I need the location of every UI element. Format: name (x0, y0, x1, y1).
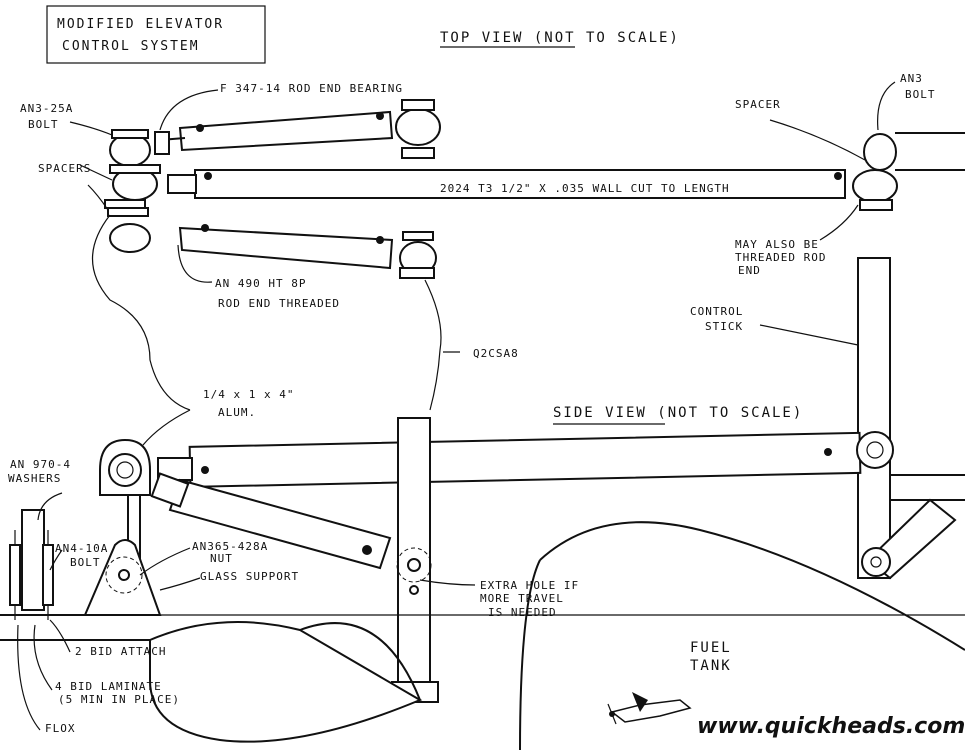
label-an4: AN4-10A (55, 542, 108, 555)
label-an490: AN 490 HT 8P (215, 277, 306, 290)
label-an3: AN3 (900, 72, 923, 85)
label-tube: 2024 T3 1/2" X .035 WALL CUT TO LENGTH (440, 182, 730, 195)
side-view-assembly (0, 257, 965, 750)
label-is-needed: IS NEEDED (488, 606, 557, 619)
label-flox: FLOX (45, 722, 76, 735)
side-view-heading: SIDE VIEW (NOT TO SCALE) (553, 405, 803, 421)
watermark: www.quickheads.com (607, 692, 965, 739)
label-washers: WASHERS (8, 472, 61, 485)
label-spacer: SPACER (735, 98, 781, 111)
label-4-bid: 4 BID LAMINATE (55, 680, 162, 693)
label-an365-nut: NUT (210, 552, 233, 565)
label-an3-bolt: BOLT (905, 88, 936, 101)
label-rod-end-bearing: F 347-14 ROD END BEARING (220, 82, 403, 95)
top-view-assembly (104, 99, 965, 279)
label-q2csa8: Q2CSA8 (473, 347, 519, 360)
label-end: END (738, 264, 761, 277)
label-an3-25a-bolt: BOLT (28, 118, 59, 131)
label-more-travel: MORE TRAVEL (480, 592, 564, 605)
top-view-heading: TOP VIEW (NOT TO SCALE) (440, 30, 680, 46)
label-spacers: SPACERS (38, 162, 91, 175)
label-alum: ALUM. (218, 406, 256, 419)
label-fuel: FUEL (690, 640, 732, 656)
label-rod-end-threaded: ROD END THREADED (218, 297, 340, 310)
label-alum-dim: 1/4 x 1 x 4" (203, 388, 294, 401)
label-stick: STICK (705, 320, 743, 333)
title-line-1: MODIFIED ELEVATOR (57, 17, 224, 32)
label-control: CONTROL (690, 305, 743, 318)
title-box: MODIFIED ELEVATOR CONTROL SYSTEM (46, 5, 266, 64)
label-5-min: (5 MIN IN PLACE) (58, 693, 180, 706)
label-an4-bolt: BOLT (70, 556, 101, 569)
label-an970: AN 970-4 (10, 458, 71, 471)
label-2-bid: 2 BID ATTACH (75, 645, 166, 658)
label-an3-25a: AN3-25A (20, 102, 73, 115)
label-an365: AN365-428A (192, 540, 268, 553)
label-threaded-rod: THREADED ROD (735, 251, 826, 264)
label-tank: TANK (690, 658, 732, 674)
airplane-icon (607, 692, 692, 725)
watermark-url: www.quickheads.com (697, 714, 965, 739)
label-extra-hole: EXTRA HOLE IF (480, 579, 579, 592)
label-may-also: MAY ALSO BE (735, 238, 819, 251)
title-line-2: CONTROL SYSTEM (62, 39, 200, 54)
label-glass-support: GLASS SUPPORT (200, 570, 299, 583)
